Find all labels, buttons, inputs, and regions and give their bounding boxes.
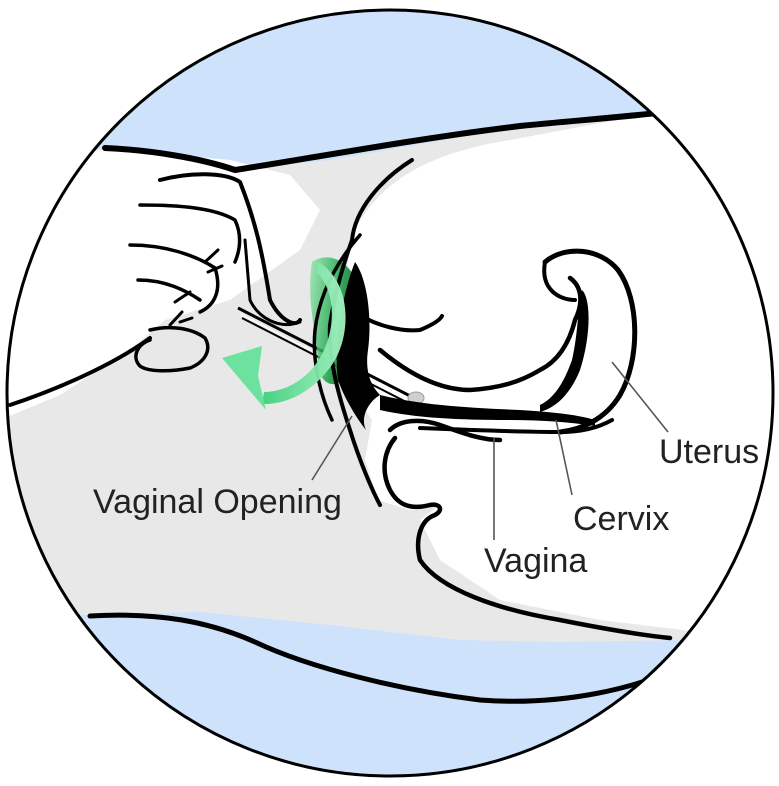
label-cervix: Cervix <box>573 500 669 538</box>
label-vagina: Vagina <box>484 542 587 580</box>
label-vaginal-opening: Vaginal Opening <box>93 483 342 521</box>
label-uterus: Uterus <box>659 433 759 471</box>
